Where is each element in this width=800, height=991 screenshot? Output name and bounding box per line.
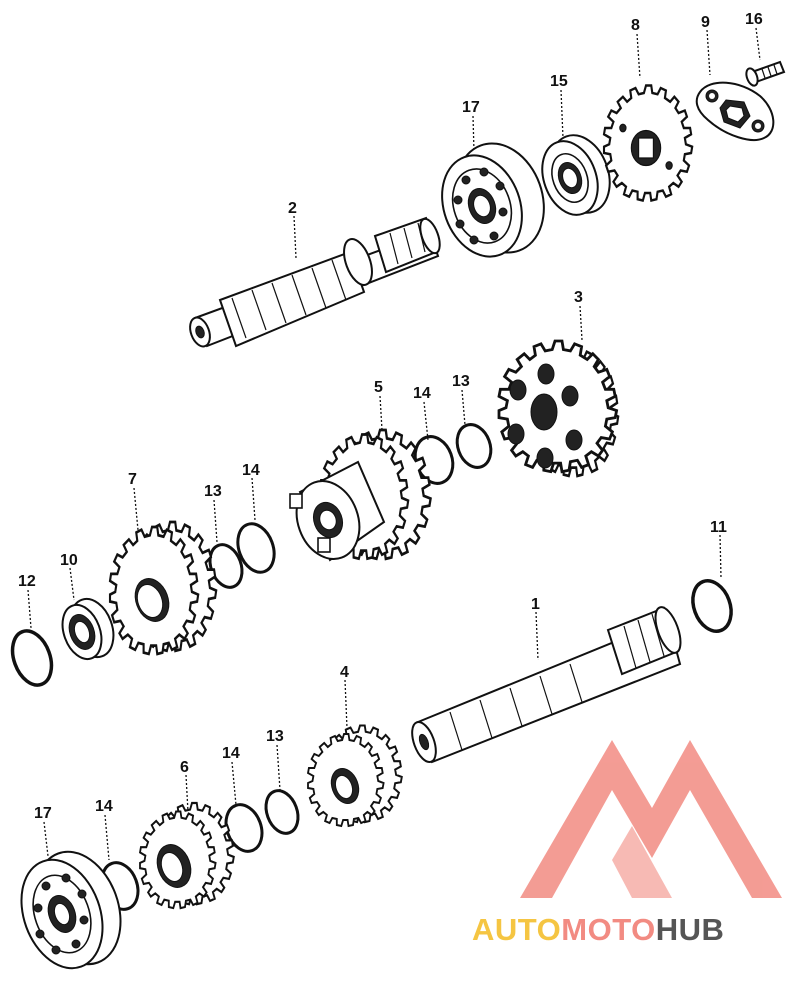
callout-2: 2: [288, 200, 297, 217]
part-14-washer-c: [224, 803, 264, 853]
callout-1: 1: [531, 596, 540, 613]
callout-7: 7: [128, 471, 137, 488]
part-1-shaft: [411, 606, 682, 764]
watermark-text: AUTOMOTOHUB: [472, 912, 724, 947]
part-5-gear: [289, 428, 433, 562]
part-9-fixing-plate: [695, 81, 775, 141]
callout-15: 15: [550, 73, 568, 90]
callout-4: 4: [340, 664, 349, 681]
callout-14-d: 14: [95, 798, 113, 815]
callout-14-c: 14: [222, 745, 240, 762]
callout-6: 6: [180, 759, 189, 776]
callout-12: 12: [18, 573, 36, 590]
part-12-washer: [10, 629, 54, 687]
part-17-bearing-top: [441, 142, 545, 258]
callout-13-c: 13: [266, 728, 284, 745]
callout-16: 16: [745, 11, 763, 28]
callout-17-bottom: 17: [34, 805, 52, 822]
part-17-bearing-bottom: [20, 850, 122, 970]
leader-lines: [27, 27, 761, 861]
callout-5: 5: [374, 379, 383, 396]
part-7-gear: [108, 520, 218, 656]
part-6-gear: [138, 801, 235, 910]
part-13-circlip-a: [455, 423, 493, 469]
callout-9: 9: [701, 14, 710, 31]
callout-13-b: 13: [204, 483, 222, 500]
part-14-washer-b: [236, 522, 276, 574]
part-13-circlip-c: [264, 789, 300, 835]
part-3-gear: [497, 339, 620, 478]
part-8-sprocket: [602, 84, 694, 202]
callout-8: 8: [631, 17, 640, 34]
part-15-oil-seal: [541, 134, 611, 216]
part-10-bushing: [61, 597, 115, 661]
callout-14-a: 14: [413, 385, 431, 402]
callout-17-top: 17: [462, 99, 480, 116]
callout-14-b: 14: [242, 462, 260, 479]
part-16-bolt: [745, 60, 786, 87]
logo-mark-icon: [520, 740, 782, 898]
callout-labels: 2 17 15 8 9 16 3 5 14 13 7 13 14 10 12 1…: [18, 11, 763, 822]
callout-3: 3: [574, 289, 583, 306]
callout-13-a: 13: [452, 373, 470, 390]
part-4-gear: [307, 724, 403, 827]
callout-10: 10: [60, 552, 78, 569]
part-13-circlip-b: [208, 543, 244, 589]
part-2-shaft: [189, 216, 441, 348]
callout-11: 11: [710, 519, 727, 536]
watermark-logo: [520, 740, 782, 898]
part-11-washer: [691, 579, 733, 633]
